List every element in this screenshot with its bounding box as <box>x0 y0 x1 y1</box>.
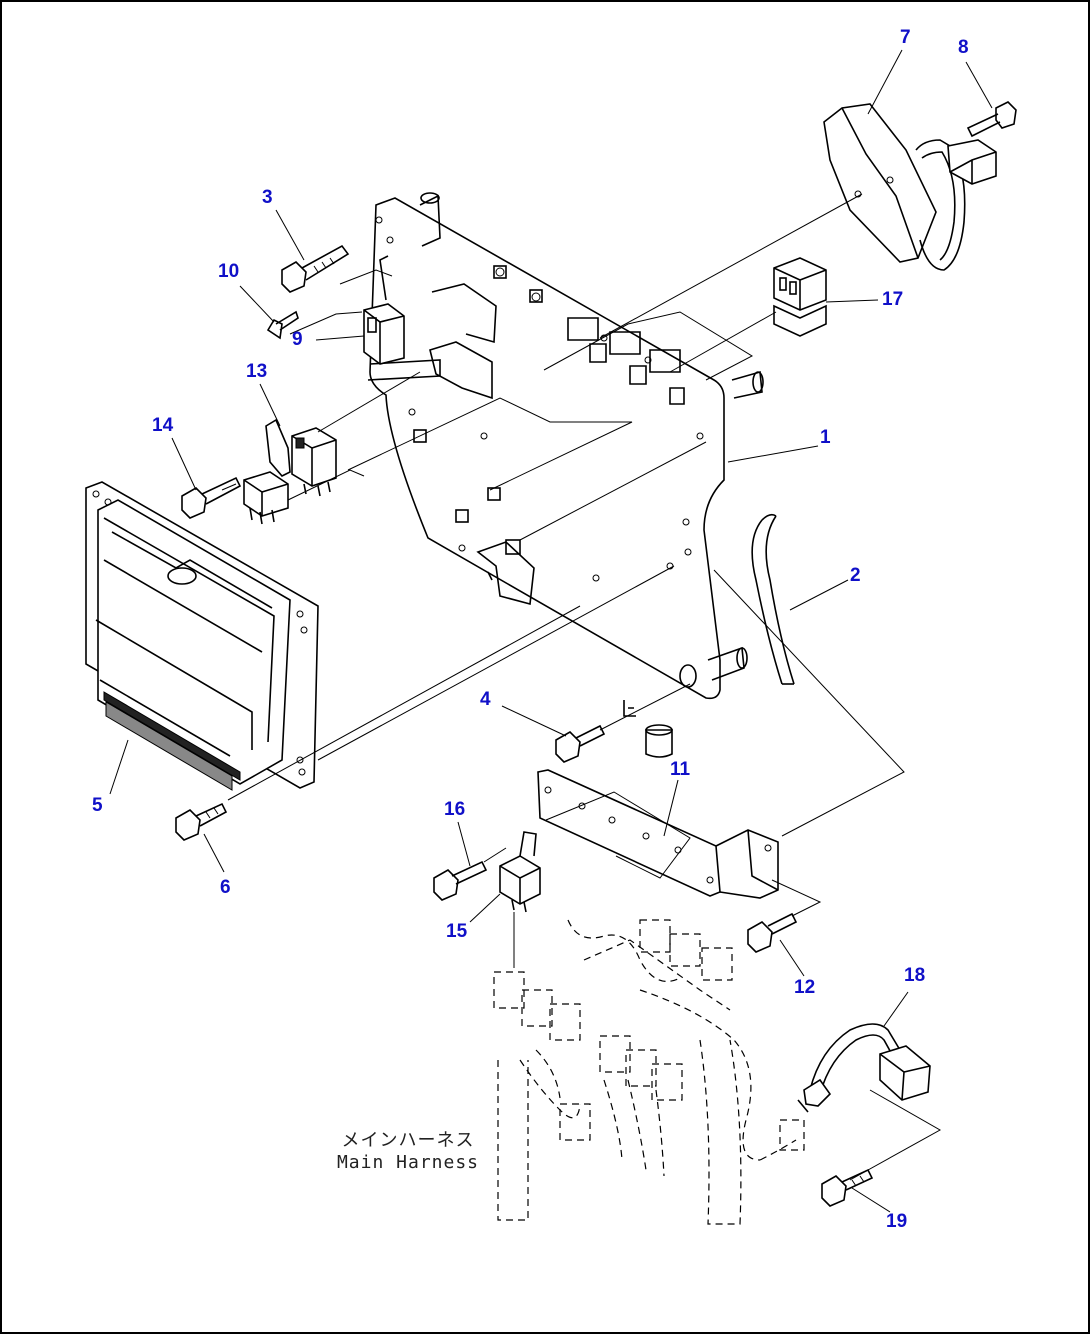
leader-lines <box>109 49 993 1213</box>
bolt-part-6 <box>175 802 228 841</box>
bolt-part-19 <box>821 1168 874 1207</box>
screw-part-10 <box>266 310 299 340</box>
callout-4: 4 <box>480 689 491 710</box>
main-harness <box>493 919 805 1225</box>
callout-7: 7 <box>900 27 911 48</box>
bolt-connector-part-4 <box>555 700 673 763</box>
callout-12: 12 <box>794 977 816 998</box>
callout-11: 11 <box>670 759 691 780</box>
clamp-part-2 <box>751 513 795 685</box>
callout-8: 8 <box>958 37 969 58</box>
bolt-part-3 <box>281 244 350 293</box>
relay-part-9 <box>363 255 405 365</box>
callout-3: 3 <box>262 187 273 208</box>
assembly-lines <box>221 193 942 1181</box>
callout-15: 15 <box>446 921 468 942</box>
bolt-part-16 <box>433 860 488 901</box>
relay-part-15 <box>499 831 541 913</box>
bracket-part-11 <box>537 769 779 899</box>
main-harness-label-en: Main Harness <box>336 1152 480 1173</box>
callout-16: 16 <box>444 799 466 820</box>
callout-9: 9 <box>292 329 303 350</box>
relay-bracket-part-13 <box>265 418 337 497</box>
cover-part-7 <box>823 103 997 271</box>
callout-1: 1 <box>820 427 831 448</box>
bolt-part-12 <box>747 912 798 953</box>
callout-6: 6 <box>220 877 231 898</box>
callout-19: 19 <box>886 1211 908 1232</box>
callout-2: 2 <box>850 565 861 586</box>
callout-17: 17 <box>882 289 904 310</box>
sensor-harness-part-18 <box>797 1023 931 1113</box>
callout-5: 5 <box>92 795 103 816</box>
callout-10: 10 <box>218 261 240 282</box>
controller-part-5 <box>85 481 319 791</box>
callout-14: 14 <box>152 415 174 436</box>
bolt-part-8 <box>966 101 1017 138</box>
callout-18: 18 <box>904 965 926 986</box>
callout-13: 13 <box>246 361 268 382</box>
main-harness-label-jp: メインハーネス <box>341 1130 475 1151</box>
mounting-plate-part-1 <box>367 192 764 700</box>
bolt-relay-part-14 <box>181 471 289 525</box>
relay-part-17 <box>773 257 827 337</box>
main-harness-label: メインハーネス Main Harness <box>328 1130 488 1174</box>
